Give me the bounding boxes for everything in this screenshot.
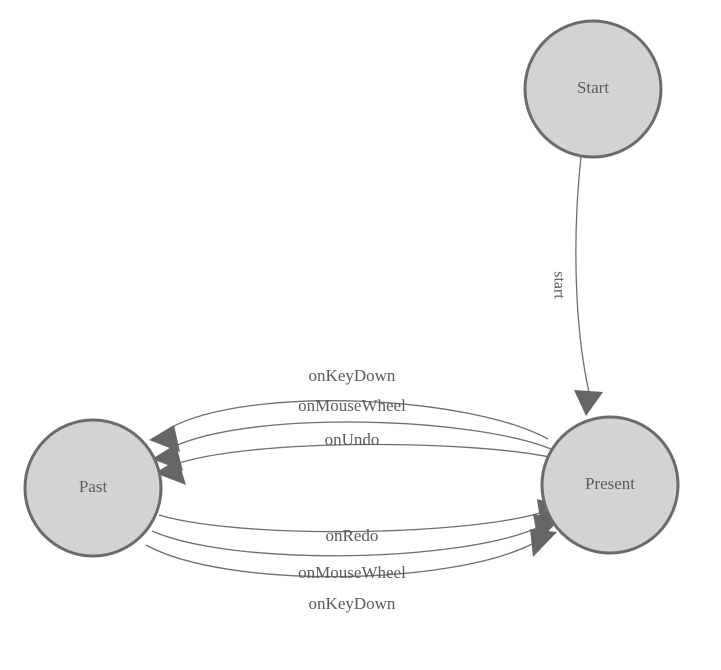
edge-label-present-to-past-onundo: onUndo — [325, 430, 380, 449]
edge-label-past-to-present-onkeydown: onKeyDown — [309, 594, 396, 613]
edge-label-start: start — [550, 271, 567, 299]
edge-past-to-present-onredo-line — [158, 512, 541, 533]
edge-present-to-past-onmousewheel-line — [172, 421, 552, 450]
node-past-label: Past — [79, 477, 108, 496]
node-present-label: Present — [585, 474, 635, 493]
node-present-shape — [540, 415, 680, 555]
edge-past-to-present-onkeydown[interactable] — [145, 529, 557, 578]
edge-present-to-past-onkeydown-arrowhead — [149, 425, 180, 452]
node-past[interactable]: Past — [23, 418, 163, 558]
edge-present-to-past-onkeydown[interactable] — [149, 400, 549, 452]
edge-present-to-past-onundo-arrowhead — [155, 459, 186, 485]
edge-label-present-to-past-onmousewheel: onMouseWheel — [298, 396, 406, 415]
edge-past-to-present-onkeydown-arrowhead — [530, 529, 557, 557]
edge-start-to-present-arrowhead — [574, 390, 603, 416]
edge-start-to-present[interactable] — [574, 156, 603, 416]
edge-past-to-present-onkeydown-line — [145, 542, 535, 578]
edge-past-to-present-onmousewheel-line — [151, 527, 538, 557]
node-past-shape — [23, 418, 163, 558]
edge-present-to-past-onkeydown-line — [169, 400, 549, 440]
edge-start-to-present-line — [575, 156, 590, 393]
edge-label-present-to-past-onkeydown: onKeyDown — [309, 366, 396, 385]
edge-label-past-to-present-onmousewheel: onMouseWheel — [298, 563, 406, 582]
node-start-label: Start — [577, 78, 609, 97]
edge-present-to-past-onundo-line — [175, 443, 555, 465]
node-start-shape — [523, 19, 663, 159]
edge-label-past-to-present-onredo: onRedo — [326, 526, 379, 545]
node-present[interactable]: Present — [540, 415, 680, 555]
node-start[interactable]: Start — [523, 19, 663, 159]
edge-present-to-past-onundo[interactable] — [155, 443, 555, 485]
